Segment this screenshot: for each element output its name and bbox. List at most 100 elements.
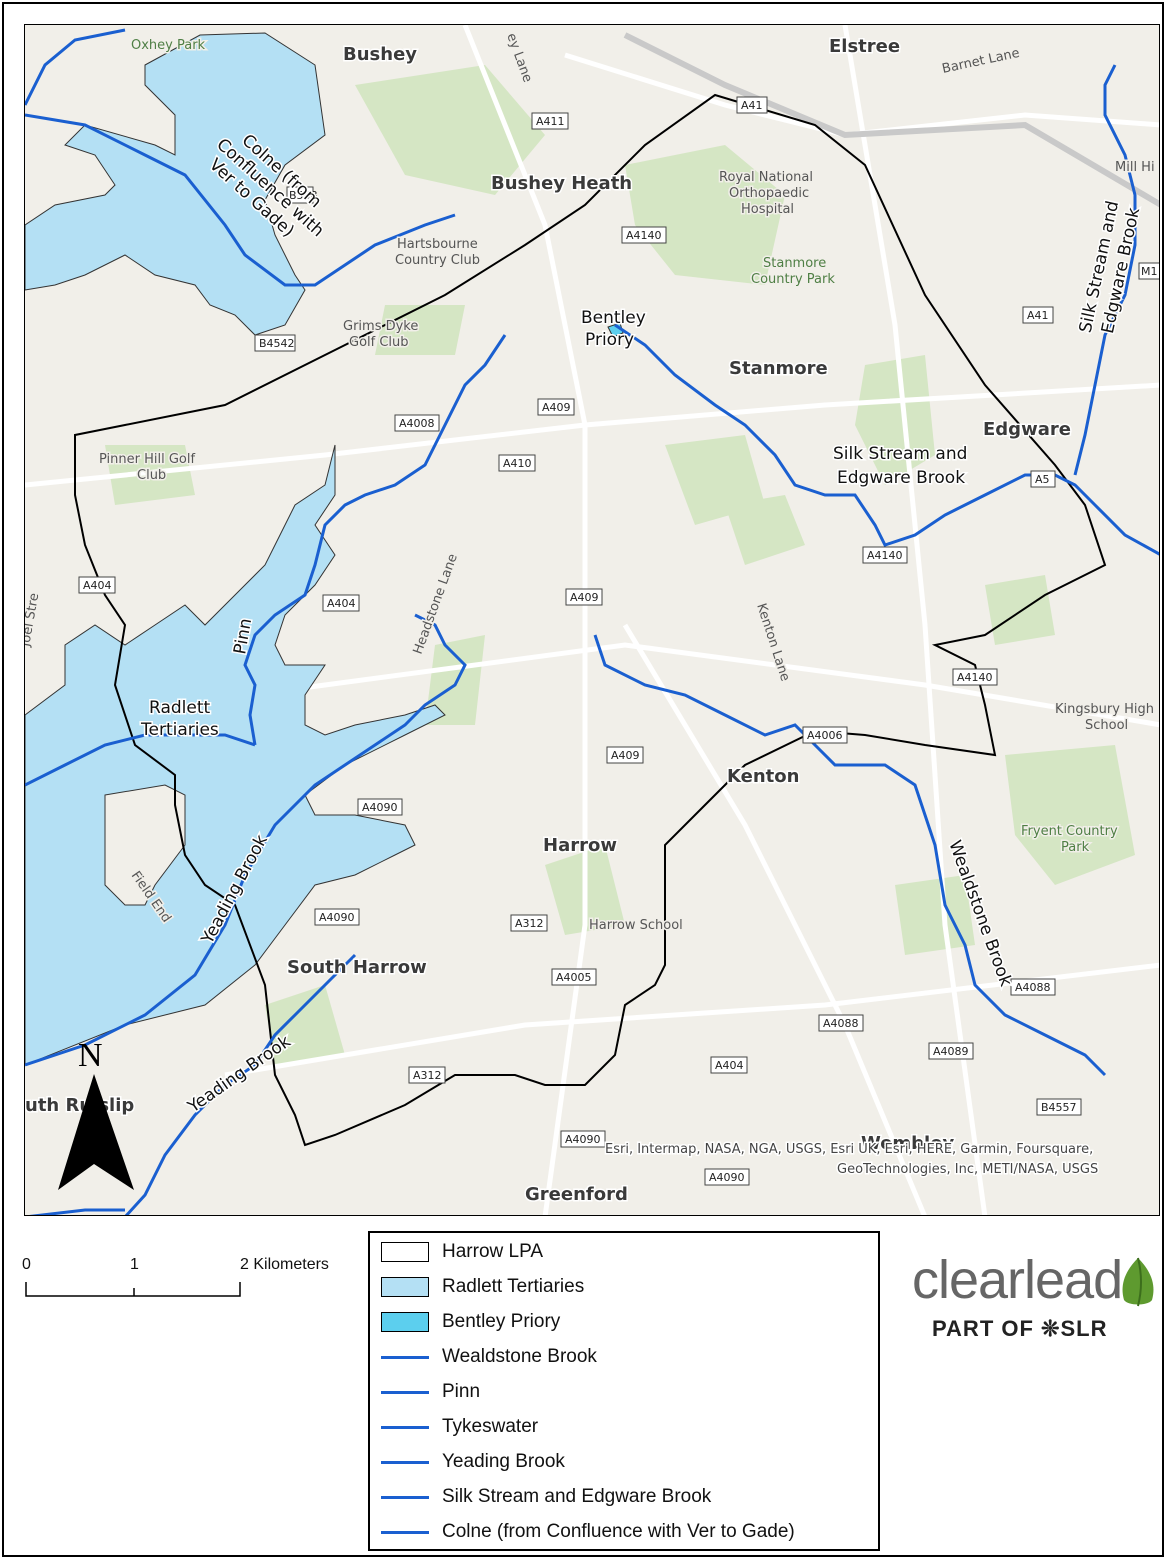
svg-text:Tertiaries: Tertiaries bbox=[140, 720, 219, 740]
attribution-line-2: GeoTechnologies, Inc, METI/NASA, USGS bbox=[837, 1162, 1098, 1177]
svg-text:A410: A410 bbox=[503, 457, 532, 470]
svg-text:Yeading Brook: Yeading Brook bbox=[184, 1032, 295, 1118]
road-shields: A411 A41 A4140 A41 A409 A4008 A410 A4140… bbox=[78, 96, 1159, 1186]
radlett-river bbox=[25, 733, 256, 787]
place-kenton: Kenton bbox=[727, 766, 799, 787]
svg-text:Club: Club bbox=[137, 468, 166, 483]
place-bushey-heath: Bushey Heath bbox=[491, 173, 632, 194]
colne-river-upper bbox=[25, 28, 126, 106]
svg-text:N: N bbox=[78, 1037, 103, 1074]
svg-text:A4088: A4088 bbox=[823, 1017, 859, 1030]
svg-text:A411: A411 bbox=[536, 115, 565, 128]
svg-text:B4542: B4542 bbox=[259, 337, 295, 350]
svg-text:A4140: A4140 bbox=[867, 549, 903, 562]
yeading-brook-upper bbox=[25, 613, 467, 1067]
north-arrow-icon: N bbox=[58, 1037, 134, 1190]
svg-text:Park: Park bbox=[1061, 840, 1090, 855]
scale-zero: 0 bbox=[22, 1256, 31, 1273]
svg-text:B508: B508 bbox=[289, 189, 318, 202]
svg-text:A4090: A4090 bbox=[319, 911, 355, 924]
svg-text:A41: A41 bbox=[741, 99, 763, 112]
svg-text:A4006: A4006 bbox=[807, 729, 843, 742]
harrow-lpa-boundary bbox=[74, 93, 1107, 1147]
motorway bbox=[623, 32, 1159, 208]
svg-text:Royal National: Royal National bbox=[719, 170, 813, 185]
svg-text:A4005: A4005 bbox=[556, 971, 592, 984]
svg-text:A404: A404 bbox=[83, 579, 112, 592]
svg-text:A4008: A4008 bbox=[399, 417, 435, 430]
clearlead-logo: clearlead PART OF ❊SLR bbox=[912, 1250, 1158, 1350]
svg-text:A4088: A4088 bbox=[1015, 981, 1051, 994]
line-swatch bbox=[381, 1391, 429, 1394]
leaf-icon bbox=[1122, 1257, 1154, 1307]
place-south-harrow: South Harrow bbox=[287, 957, 427, 978]
place-edgware: Edgware bbox=[983, 419, 1071, 440]
svg-text:A4090: A4090 bbox=[709, 1171, 745, 1184]
svg-text:Fryent Country: Fryent Country bbox=[1021, 824, 1118, 839]
scale-two: 2 Kilometers bbox=[240, 1256, 329, 1273]
map-panel[interactable]: A411 A41 A4140 A41 A409 A4008 A410 A4140… bbox=[24, 24, 1160, 1216]
svg-text:A312: A312 bbox=[515, 917, 544, 930]
scale-bar: 0 1 2 Kilometers bbox=[18, 1256, 358, 1306]
svg-text:Edgware Brook: Edgware Brook bbox=[837, 468, 965, 488]
svg-text:Orthopaedic: Orthopaedic bbox=[729, 186, 809, 201]
pinn-river bbox=[243, 334, 507, 746]
svg-text:Golf Club: Golf Club bbox=[349, 335, 409, 350]
svg-text:Grims Dyke: Grims Dyke bbox=[343, 319, 418, 334]
svg-text:Joel Stre: Joel Stre bbox=[25, 592, 42, 649]
svg-text:Country Club: Country Club bbox=[395, 253, 480, 268]
svg-text:M1: M1 bbox=[1141, 265, 1158, 278]
svg-text:Harrow School: Harrow School bbox=[589, 918, 683, 933]
place-bushey: Bushey bbox=[343, 44, 417, 65]
svg-text:Radlett: Radlett bbox=[149, 698, 210, 718]
silk-stream-mid bbox=[614, 323, 1159, 556]
rivers bbox=[25, 28, 1159, 1215]
svg-text:Oxhey Park: Oxhey Park bbox=[131, 38, 206, 53]
line-swatch bbox=[381, 1356, 429, 1359]
svg-text:Barnet Lane: Barnet Lane bbox=[941, 46, 1021, 77]
svg-text:Bentley: Bentley bbox=[581, 308, 646, 328]
scale-one: 1 bbox=[130, 1256, 139, 1273]
svg-text:Silk Stream and: Silk Stream and bbox=[833, 444, 967, 464]
map-svg[interactable]: A411 A41 A4140 A41 A409 A4008 A410 A4140… bbox=[25, 25, 1160, 1216]
svg-text:Priory: Priory bbox=[585, 330, 634, 350]
svg-text:A4140: A4140 bbox=[957, 671, 993, 684]
svg-text:Kingsbury High: Kingsbury High bbox=[1055, 702, 1154, 717]
svg-text:A409: A409 bbox=[542, 401, 571, 414]
svg-text:Country Park: Country Park bbox=[751, 272, 835, 287]
place-south-ruislip: uth Ruislip bbox=[25, 1095, 134, 1116]
logo-wordmark: clearlead bbox=[912, 1250, 1123, 1310]
yeading-brook-lower bbox=[124, 953, 357, 1215]
svg-text:Mill Hi: Mill Hi bbox=[1115, 160, 1155, 175]
outline-swatch bbox=[381, 1242, 429, 1262]
svg-text:A404: A404 bbox=[327, 597, 356, 610]
svg-text:Headstone Lane: Headstone Lane bbox=[411, 552, 461, 656]
svg-text:A5: A5 bbox=[1035, 473, 1050, 486]
svg-text:A4090: A4090 bbox=[362, 801, 398, 814]
svg-text:A404: A404 bbox=[715, 1059, 744, 1072]
svg-text:A4089: A4089 bbox=[933, 1045, 969, 1058]
place-harrow: Harrow bbox=[543, 835, 617, 856]
silk-stream-right bbox=[1073, 64, 1137, 476]
tykeswater-river bbox=[593, 634, 1107, 1077]
place-wembley: Wembley bbox=[861, 1133, 954, 1154]
logo-tagline: PART OF ❊SLR bbox=[932, 1316, 1108, 1341]
fill-swatch-light bbox=[381, 1277, 429, 1297]
svg-text:Hartsbourne: Hartsbourne bbox=[397, 237, 478, 252]
colne-river bbox=[25, 113, 456, 287]
line-swatch bbox=[381, 1461, 429, 1464]
scale-ruler bbox=[25, 1282, 241, 1297]
svg-text:A4090: A4090 bbox=[565, 1133, 601, 1146]
svg-text:A41: A41 bbox=[1027, 309, 1049, 322]
place-elstree: Elstree bbox=[829, 36, 900, 57]
svg-text:Kenton Lane: Kenton Lane bbox=[753, 602, 792, 684]
svg-text:A409: A409 bbox=[611, 749, 640, 762]
svg-text:A4140: A4140 bbox=[626, 229, 662, 242]
green-areas bbox=[105, 65, 1135, 1065]
legend: Harrow LPA Radlett Tertiaries Bentley Pr… bbox=[368, 1231, 880, 1551]
svg-text:Stanmore: Stanmore bbox=[763, 256, 826, 271]
svg-text:B4557: B4557 bbox=[1041, 1101, 1077, 1114]
svg-text:School: School bbox=[1085, 718, 1128, 733]
fill-swatch-cyan bbox=[381, 1312, 429, 1332]
attribution-line-1: Esri, Intermap, NASA, NGA, USGS, Esri UK… bbox=[605, 1142, 1093, 1157]
